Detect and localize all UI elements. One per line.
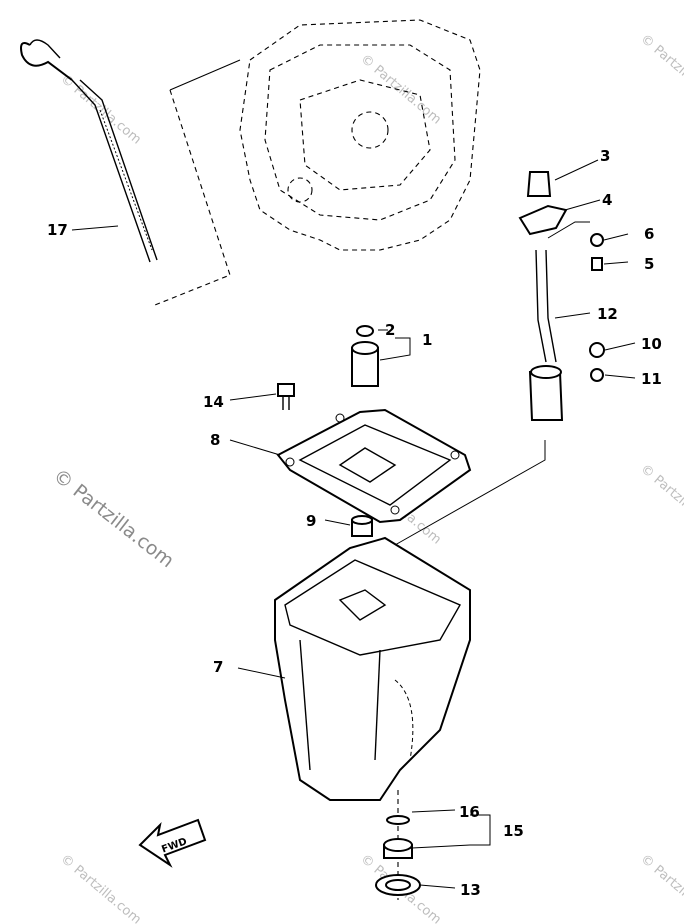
bolt bbox=[277, 383, 295, 410]
watermark-small: © Partzilla.com bbox=[637, 462, 684, 538]
callout-17: 17 bbox=[47, 221, 68, 239]
engine-block-outline bbox=[154, 19, 481, 306]
gasket bbox=[276, 408, 472, 524]
fwd-arrow: FWD bbox=[138, 818, 207, 868]
callout-2: 2 bbox=[385, 321, 395, 339]
oil-strainer-pipe bbox=[518, 171, 605, 421]
callout-16: 16 bbox=[459, 803, 480, 821]
watermark-small: © Partzilla.com bbox=[57, 72, 143, 148]
callout-9: 9 bbox=[306, 512, 316, 530]
callout-10: 10 bbox=[641, 335, 662, 353]
callout-1: 1 bbox=[422, 331, 432, 349]
callout-5: 5 bbox=[644, 255, 654, 273]
callout-14: 14 bbox=[203, 393, 224, 411]
callout-15: 15 bbox=[503, 822, 524, 840]
o-ring-and-bolt bbox=[351, 325, 379, 387]
dipstick bbox=[20, 39, 158, 263]
watermark-main: © Partzilla.com bbox=[49, 465, 178, 573]
oil-pan bbox=[274, 536, 471, 801]
callout-4: 4 bbox=[602, 191, 612, 209]
watermark-small: © Partzilla.com bbox=[637, 32, 684, 108]
callout-12: 12 bbox=[597, 305, 618, 323]
callout-7: 7 bbox=[213, 658, 223, 676]
strainer bbox=[351, 515, 373, 537]
callout-6: 6 bbox=[644, 225, 654, 243]
drain-plug-parts bbox=[375, 790, 421, 900]
callout-3: 3 bbox=[600, 147, 610, 165]
callout-8: 8 bbox=[210, 431, 220, 449]
callout-labels: 17 2 1 3 4 6 5 12 10 11 14 8 9 7 16 15 1… bbox=[47, 147, 662, 899]
callout-13: 13 bbox=[460, 881, 481, 899]
leader-lines bbox=[71, 159, 636, 889]
callout-11: 11 bbox=[641, 370, 662, 388]
watermark-small: © Partzilla.com bbox=[357, 52, 443, 128]
watermark-small: © Partzilla.com bbox=[57, 852, 143, 924]
watermark-small: © Partzilla.com bbox=[637, 852, 684, 924]
